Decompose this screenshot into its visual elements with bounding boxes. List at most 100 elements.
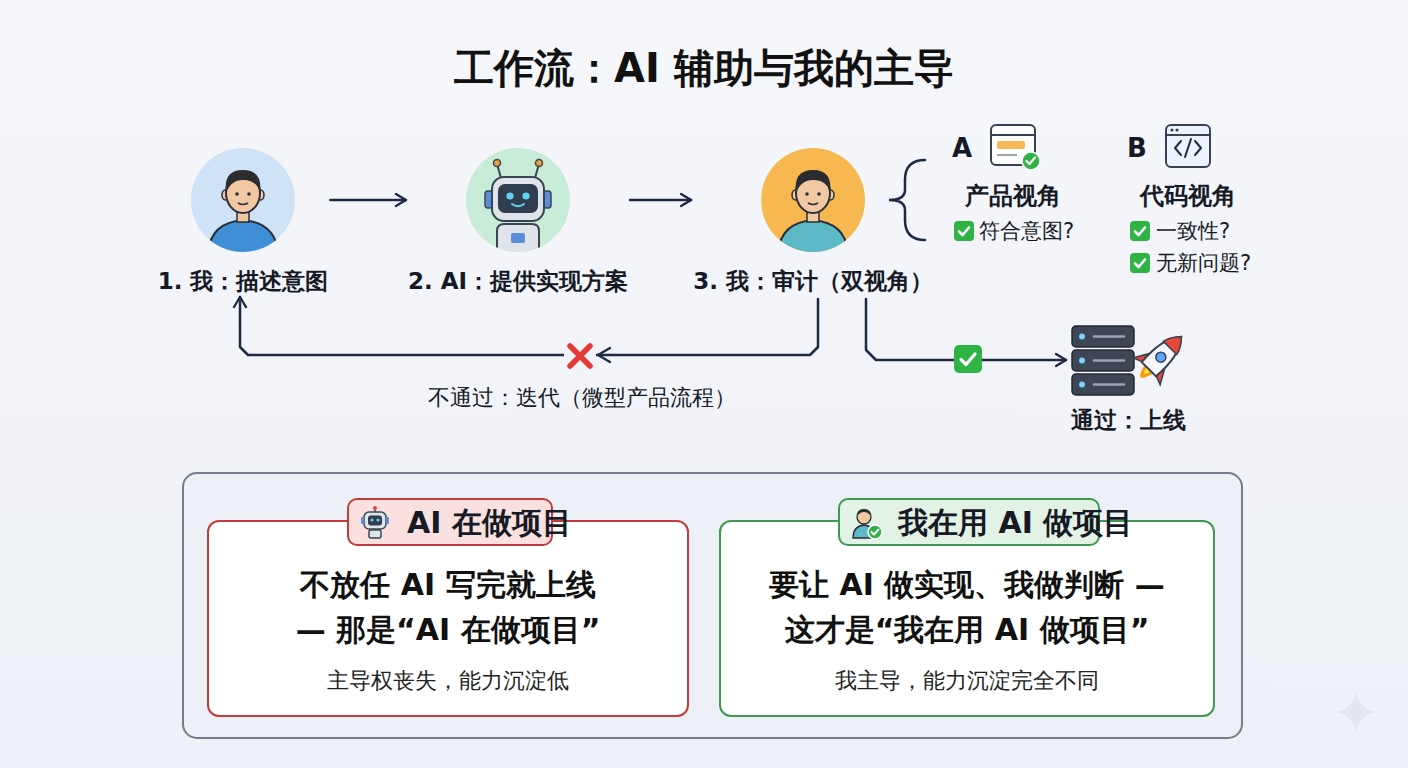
node-label: 1. 我：描述意图 (158, 267, 329, 295)
brace (889, 160, 925, 240)
brace (889, 160, 925, 240)
person-figure (238, 203, 248, 205)
check-icon (1130, 221, 1150, 241)
check-icon (1130, 253, 1150, 273)
sparkle-watermark (1336, 692, 1376, 732)
person-check-tag-icon (853, 509, 882, 539)
code-view-icon (1185, 139, 1191, 157)
check-icon (954, 221, 974, 241)
person-check-tag-icon (872, 530, 879, 535)
check-icon (959, 228, 969, 236)
node-note: 主导权丧失，能力沉淀低 (327, 666, 569, 696)
person-check-tag-icon (857, 509, 871, 516)
robot-tag-icon (374, 508, 376, 512)
person-node: 1. 我：描述意图 (158, 147, 329, 295)
bottom-panel (183, 473, 1242, 738)
node-label: 不放任 AI 写完就上线 — 那是“AI 在做项目” (228, 562, 668, 652)
person-figure (226, 170, 261, 193)
product-view-icon (991, 134, 1035, 136)
robot-tag-icon (364, 512, 386, 529)
check-icon (1130, 221, 1150, 241)
server-stack (1072, 350, 1134, 371)
robot-figure (492, 177, 544, 221)
card-tag: 我在用 AI 做项目 (838, 498, 1100, 546)
pass-check-icon (961, 354, 975, 365)
launch-node: 通过：上线 (1068, 322, 1188, 434)
code-view-icon (1170, 128, 1173, 131)
audit-node: 3. 我：审计（双视角） (693, 147, 933, 295)
reject-mark (598, 348, 610, 362)
person-figure (247, 192, 251, 196)
product-view-icon (997, 154, 1017, 156)
robot-figure (511, 233, 525, 243)
check-item: 无新问题? (1156, 249, 1251, 277)
person-figure (235, 192, 239, 196)
robot-figure (497, 164, 539, 178)
person-check-tag-icon (868, 525, 882, 539)
person-figure (805, 192, 809, 196)
positive-card: 要让 AI 做实现、我做判断 — 这才是“我在用 AI 做项目” 我主导，能力沉淀… (719, 520, 1215, 717)
check-icon (1135, 228, 1145, 236)
node-label: 要让 AI 做实现、我做判断 — 这才是“我在用 AI 做项目” (747, 562, 1187, 652)
code-view-icon (1166, 134, 1210, 136)
node-label: 2. AI：提供实现方案 (408, 267, 628, 295)
robot-figure (535, 160, 542, 167)
product-view-icon (997, 141, 1025, 149)
person-figure (208, 220, 278, 253)
code-view-icon (1166, 125, 1210, 167)
node-shape (190, 147, 296, 253)
robot-tag-icon (373, 506, 377, 510)
negative-card: 不放任 AI 写完就上线 — 那是“AI 在做项目”主导权丧失，能力沉淀低AI … (207, 520, 689, 717)
view-title: 代码视角 (1140, 180, 1236, 212)
robot-figure (485, 160, 551, 254)
view-letter: B (1127, 133, 1147, 163)
robot-tag-icon (376, 518, 379, 521)
server-stack (1079, 382, 1085, 388)
reject-mark (564, 340, 610, 372)
server-stack (1079, 358, 1085, 364)
server-stack (1094, 383, 1124, 386)
robot-figure (498, 184, 538, 213)
check-icon (1130, 253, 1150, 273)
node-circle (466, 148, 570, 252)
server-stack (1072, 326, 1134, 347)
server-stack (1094, 359, 1124, 362)
person-check-tag-icon (853, 525, 875, 538)
robot-figure (493, 160, 500, 167)
launch-icon (1068, 322, 1188, 398)
flow-arrow (240, 297, 818, 355)
person-figure (808, 203, 818, 205)
node-shape (760, 147, 866, 253)
node-label: 我在用 AI 做项目 (898, 500, 1133, 545)
product-view-icon (991, 125, 1040, 170)
check-icon (1135, 260, 1145, 268)
check-item: 符合意图? (979, 217, 1074, 245)
edge-label: 不通过：迭代（微型产品流程） (428, 383, 736, 413)
person-check-tag-icon (857, 510, 871, 524)
robot-figure (512, 204, 524, 206)
server-stack (1079, 334, 1085, 340)
card-tag: AI 在做项目 (347, 498, 553, 546)
reject-mark (570, 346, 590, 366)
person-figure (817, 192, 821, 196)
diagram-title: 工作流：AI 辅助与我的主导 (454, 41, 954, 96)
robot-figure (497, 224, 539, 253)
robot-tag-icon (369, 530, 381, 538)
robot-tag-icon (361, 506, 389, 538)
node-note: 我主导，能力沉淀完全不同 (835, 666, 1099, 696)
person-figure (778, 170, 848, 253)
node-label: 通过：上线 (1071, 406, 1186, 434)
node-label: 3. 我：审计（双视角） (693, 267, 933, 295)
rocket (1163, 330, 1188, 355)
view-letter: A (952, 133, 972, 163)
code-view-icon (1175, 141, 1181, 155)
flow-arrow (630, 199, 691, 202)
robot-figure (506, 192, 513, 199)
server-stack (1094, 335, 1124, 338)
product-view-icon (1027, 158, 1036, 165)
server-stack (1072, 374, 1134, 395)
product-view-icon (1022, 152, 1040, 170)
sparkle-watermark (1336, 692, 1376, 732)
rocket (1127, 323, 1188, 391)
